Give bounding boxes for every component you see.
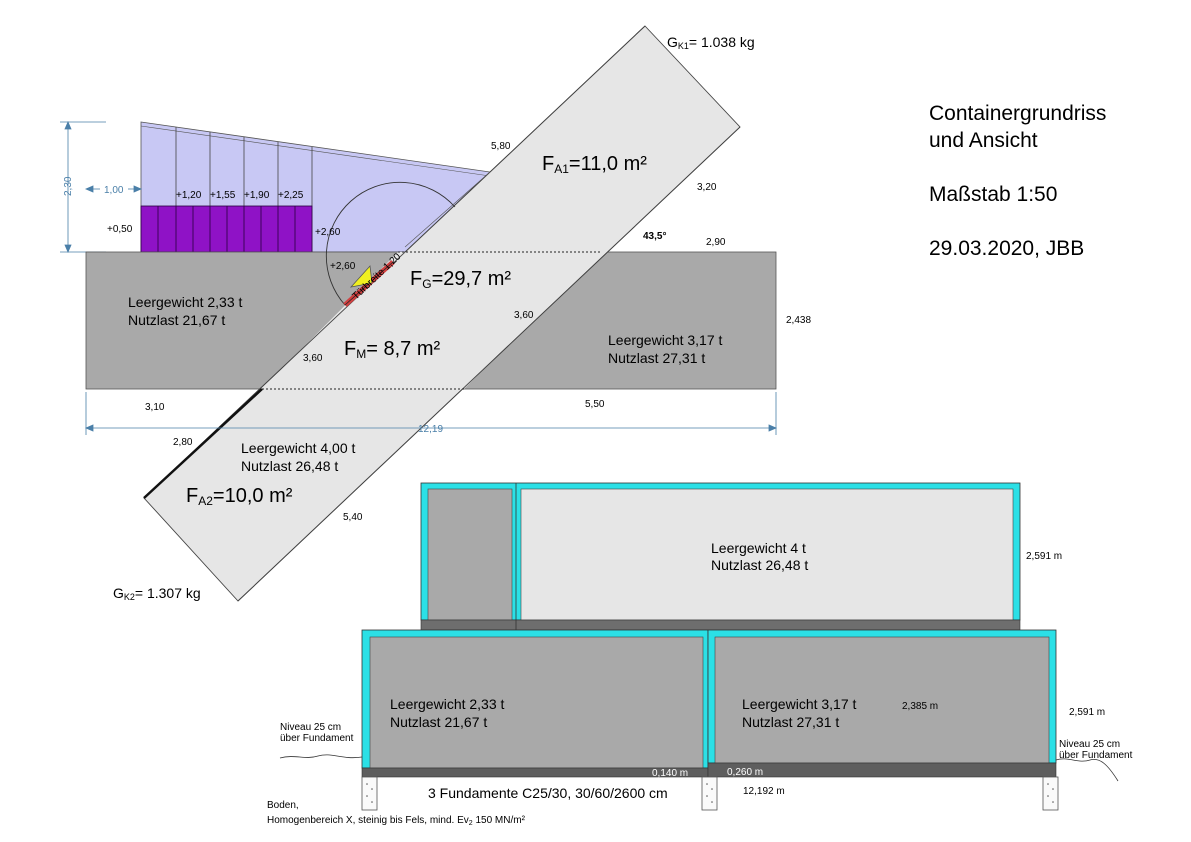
h-top-label: 2,591 m: [1026, 551, 1062, 562]
dim-310: 3,10: [145, 402, 165, 413]
dim-260a: +2,60: [315, 227, 341, 238]
top-container-small: [427, 488, 513, 621]
dim-2438: 2,438: [786, 315, 811, 326]
bottom-right-base: [707, 762, 1057, 778]
ground-line-left: [279, 754, 363, 759]
title-line1: Containergrundriss: [929, 102, 1107, 125]
top-container-line2: Nutzlast 26,48 t: [711, 557, 808, 573]
top-container-line1: Leergewicht 4 t: [711, 540, 806, 556]
diag-container-line1: Leergewicht 4,00 t: [241, 440, 356, 456]
foundation-right: [1042, 776, 1059, 811]
dim-540: 5,40: [343, 512, 363, 523]
fa2-label: FA2=10,0 m²: [186, 485, 293, 508]
dim-260b: +2,60: [330, 261, 356, 272]
dim-550: 5,50: [585, 399, 605, 410]
door-arrow-icon: [349, 265, 373, 288]
bottom-right-line2: Nutzlast 27,31 t: [742, 714, 839, 730]
niveau-right-line1: Niveau 25 cm: [1059, 739, 1120, 750]
purple-blocks: [140, 205, 313, 253]
diag-edge-2: [237, 126, 741, 602]
h-inner-label: 2,385 m: [902, 701, 938, 712]
ground-line-right: [1055, 758, 1119, 782]
slope-line-inner: [140, 125, 491, 177]
dim-225: +2,25: [278, 190, 304, 201]
dim-100-label: 1,00: [104, 185, 124, 196]
gk1-label: GK1= 1.038 kg: [667, 34, 755, 51]
dim-190: +1,90: [244, 190, 270, 201]
dim-360b: 3,60: [303, 353, 323, 364]
dim-280: 2,80: [173, 437, 193, 448]
ground-line1: Boden,: [267, 800, 299, 811]
title-scale: Maßstab 1:50: [929, 183, 1058, 206]
dim-1219-label: 12,19: [418, 424, 443, 435]
gap140-label: 0,140 m: [652, 768, 688, 779]
left-container-line1: Leergewicht 2,33 t: [128, 294, 243, 310]
foundation-middle: [701, 776, 718, 811]
slope-cut: [404, 171, 491, 248]
fm-label: FM= 8,7 m²: [344, 338, 440, 361]
dim-580: 5,80: [491, 141, 511, 152]
dim-120: +1,20: [176, 190, 202, 201]
bottom-left-inner: [369, 636, 704, 769]
overlap-grey: [262, 252, 600, 389]
thick-edge: [143, 388, 263, 499]
niveau-left-line2: über Fundament: [280, 733, 354, 744]
foundation-left: [361, 776, 378, 811]
right-container-line2: Nutzlast 27,31 t: [608, 350, 705, 366]
niveau-right-line2: über Fundament: [1059, 750, 1133, 761]
bottom-right-line1: Leergewicht 3,17 t: [742, 696, 857, 712]
top-container-base: [420, 619, 1021, 631]
right-container-line1: Leergewicht 3,17 t: [608, 332, 723, 348]
gk2-label: GK2= 1.307 kg: [113, 585, 201, 602]
dim-230-label: 2,30: [63, 176, 74, 196]
h-right-label: 2,591 m: [1069, 707, 1105, 718]
length-label: 12,192 m: [743, 786, 785, 797]
angle-label: 43,5°: [643, 231, 666, 242]
diag-container-line2: Nutzlast 26,48 t: [241, 458, 338, 474]
bottom-left-line2: Nutzlast 21,67 t: [390, 714, 487, 730]
dim-360a: 3,60: [514, 310, 534, 321]
bottom-left-line1: Leergewicht 2,33 t: [390, 696, 505, 712]
title-line2: und Ansicht: [929, 129, 1038, 152]
dim-290: 2,90: [706, 237, 726, 248]
niveau-left-line1: Niveau 25 cm: [280, 722, 341, 733]
dim-320: 3,20: [697, 182, 717, 193]
door-arc: [325, 181, 456, 306]
dim-1219: [84, 392, 778, 435]
dim-155: +1,55: [210, 190, 236, 201]
fa1-label: FA1=11,0 m²: [542, 153, 647, 176]
dim-050: +0,50: [107, 224, 133, 235]
foundations-label: 3 Fundamente C25/30, 30/60/2600 cm: [428, 785, 668, 801]
purple-dividers: [157, 206, 296, 252]
top-container-main: [520, 488, 1014, 621]
ground-line2: Homogenbereich X, steinig bis Fels, mind…: [267, 815, 526, 827]
title-date: 29.03.2020, JBB: [929, 237, 1085, 260]
dim-230: [60, 120, 106, 254]
dim-100: [84, 185, 143, 193]
gap260-label: 0,260 m: [727, 767, 763, 778]
left-container-line2: Nutzlast 21,67 t: [128, 312, 225, 328]
bottom-right-inner: [714, 636, 1050, 764]
fg-label: FG=29,7 m²: [410, 268, 511, 291]
title-block: Containergrundriss und Ansicht Maßstab 1…: [929, 100, 1106, 262]
